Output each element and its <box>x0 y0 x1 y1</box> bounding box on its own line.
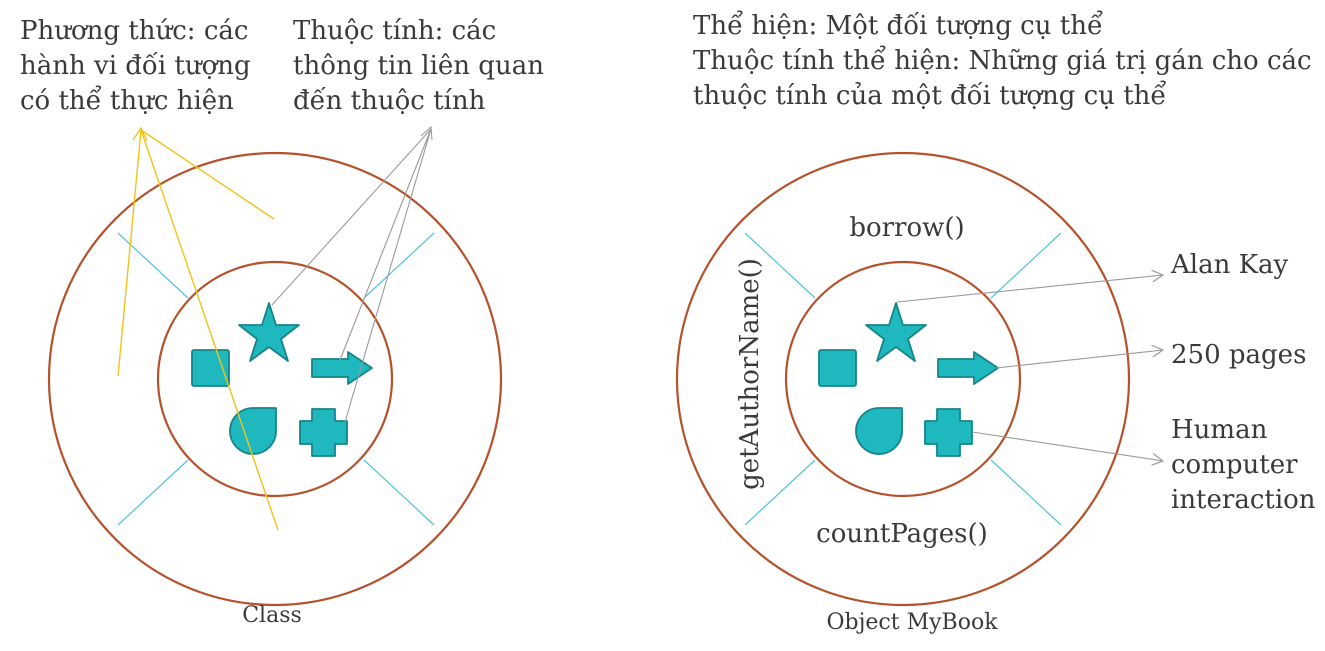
class-spoke-bottom-left <box>117 459 189 526</box>
instance-note: Thể hiện: Một đối tượng cụ thể Thuộc tín… <box>693 9 1312 114</box>
attribute-pointer-line <box>344 128 432 423</box>
class-spoke-top-right <box>363 232 435 299</box>
square-icon <box>818 349 857 387</box>
method-get-author-name-label: getAuthorName() <box>735 258 765 490</box>
class-caption: Class <box>242 603 302 628</box>
method-count-pages-label: countPages() <box>816 519 988 549</box>
class-attribute-shapes <box>191 302 373 457</box>
object-caption: Object MyBook <box>826 610 998 635</box>
star-icon <box>865 302 927 362</box>
object-diagram: borrow() countPages() getAuthorName() Al… <box>675 151 1316 635</box>
instance-note-line: Thuộc tính thể hiện: Những giá trị gán c… <box>693 46 1312 76</box>
object-attribute-shapes <box>818 302 999 457</box>
class-attribute-pointers <box>271 125 433 423</box>
object-spoke-top-right <box>990 232 1062 299</box>
author-value-label: Alan Kay <box>1170 250 1289 280</box>
author-pointer-line <box>896 275 1163 303</box>
star-icon <box>238 302 300 362</box>
class-spoke-bottom-right <box>363 459 435 526</box>
class-outer-ring <box>47 151 503 607</box>
class-inner-ring <box>156 260 394 498</box>
plus-shape-icon <box>924 408 973 457</box>
method-pointer-line <box>117 129 142 377</box>
methods-note-line: Phương thức: các <box>20 16 249 46</box>
attribute-pointer-arrowhead <box>420 125 433 141</box>
attribute-pointer-line <box>339 128 432 361</box>
attributes-note: Thuộc tính: các thông tin liên quan đến … <box>293 14 544 119</box>
attribute-pointer-line <box>271 128 432 306</box>
class-method-pointers <box>117 126 279 531</box>
methods-note: Phương thức: các hành vi đối tượng có th… <box>20 14 251 119</box>
arrow-right-icon <box>311 351 373 385</box>
arrow-right-icon <box>937 351 999 385</box>
teardrop-icon <box>229 407 277 455</box>
class-diagram: Class <box>47 125 503 628</box>
attributes-note-line: đến thuộc tính <box>293 86 486 116</box>
methods-note-line: hành vi đối tượng <box>20 51 251 81</box>
attributes-note-line: thông tin liên quan <box>293 51 544 81</box>
method-pointer-line <box>140 129 275 220</box>
pages-pointer-line <box>995 350 1163 369</box>
method-pointer-arrowhead <box>132 126 148 142</box>
class-spokes <box>117 232 435 526</box>
pages-value-label: 250 pages <box>1171 340 1306 370</box>
object-inner-ring <box>784 260 1022 498</box>
title-pointer-line <box>971 431 1163 461</box>
plus-shape-icon <box>299 408 348 457</box>
teardrop-icon <box>855 407 903 455</box>
object-outer-ring <box>675 151 1131 607</box>
object-spoke-top-left <box>744 232 816 299</box>
title-value-line-3: interaction <box>1171 485 1316 515</box>
method-borrow-label: borrow() <box>849 213 964 243</box>
title-value-line-1: Human <box>1171 415 1268 445</box>
instance-note-line: Thể hiện: Một đối tượng cụ thể <box>693 11 1103 41</box>
object-spoke-bottom-right <box>990 459 1062 526</box>
object-spokes <box>744 232 1062 526</box>
square-icon <box>191 349 230 387</box>
methods-note-line: có thể thực hiện <box>20 86 234 116</box>
object-value-pointers <box>896 275 1163 461</box>
object-spoke-bottom-left <box>744 459 816 526</box>
attributes-note-line: Thuộc tính: các <box>293 16 497 46</box>
instance-note-line: thuộc tính của một đối tượng cụ thể <box>693 81 1167 111</box>
method-pointer-line <box>140 129 279 531</box>
title-value-line-2: computer <box>1171 450 1298 480</box>
